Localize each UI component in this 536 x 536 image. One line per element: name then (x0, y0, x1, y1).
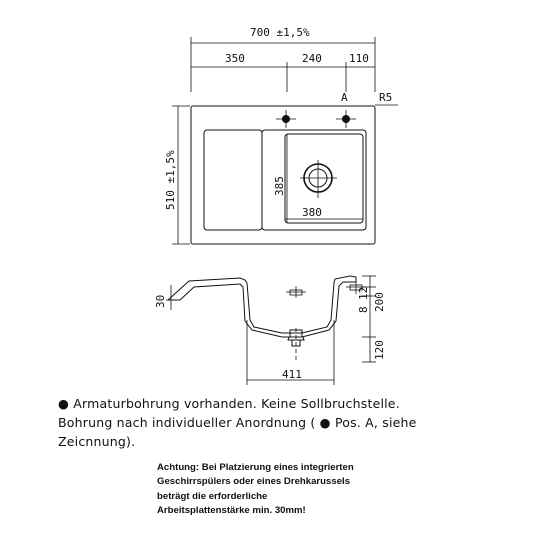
rim-height-label: 30 (154, 295, 167, 308)
segment-350-label: 350 (225, 52, 245, 65)
section-view: 30 8 12 200 120 411 (154, 275, 386, 385)
note-line-1: ● Armaturbohrung vorhanden. Keine Sollbr… (58, 396, 400, 411)
height-8-label: 8 (357, 306, 370, 313)
warning-line-3: beträgt die erforderliche (157, 490, 268, 502)
note-line-2: Bohrung nach individueller Anordnung ( ●… (58, 415, 417, 430)
total-height-label: 200 (373, 292, 386, 312)
height-120-label: 120 (373, 340, 386, 360)
overall-depth-label: 510 ±1,5% (164, 150, 177, 210)
warning-line-4: Arbeitsplattenstärke min. 30mm! (157, 505, 306, 517)
segment-240-label: 240 (302, 52, 322, 65)
height-12-label: 12 (357, 287, 370, 300)
note-line-3: Zeicnnung). (58, 434, 136, 449)
technical-drawing: 700 ±1,5% 350 240 110 510 ±1,5% A R5 (154, 26, 398, 385)
segment-110-label: 110 (349, 52, 369, 65)
position-a-label: A (341, 91, 348, 104)
bowl-width-label: 380 (302, 206, 322, 219)
bowl-bottom-label: 411 (282, 368, 302, 381)
installation-note: ● Armaturbohrung vorhanden. Keine Sollbr… (58, 394, 528, 451)
overall-width-label: 700 ±1,5% (250, 26, 310, 39)
radius-label: R5 (379, 91, 392, 104)
warning-line-1: Achtung: Bei Platzierung eines integrier… (157, 462, 354, 473)
warning-note: Achtung: Bei Platzierung eines integrier… (157, 461, 457, 519)
warning-line-2: Geschirrspülers oder eines Drehkarussels (157, 476, 351, 488)
bowl-length-label: 385 (273, 176, 286, 196)
top-view: 700 ±1,5% 350 240 110 510 ±1,5% A R5 (164, 26, 398, 245)
